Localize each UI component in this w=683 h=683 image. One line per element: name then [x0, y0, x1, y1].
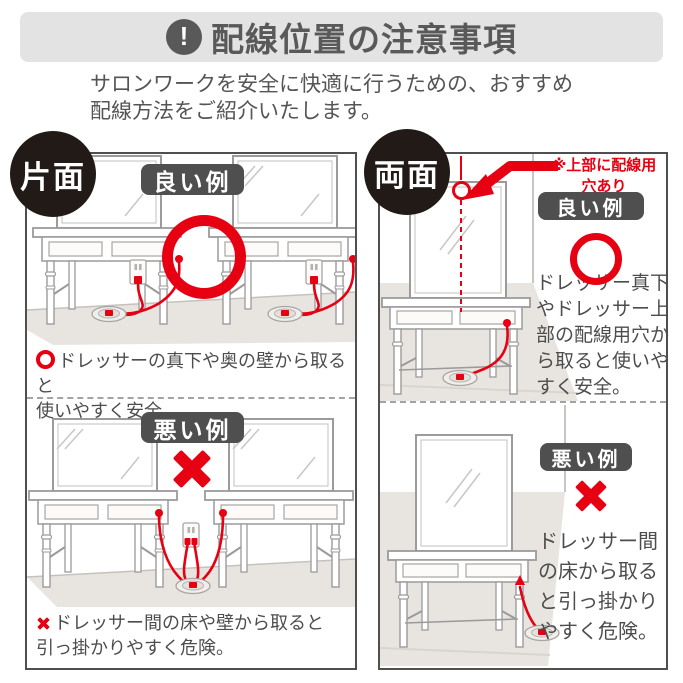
wiring-hole-marker: [452, 181, 471, 200]
floor: [27, 292, 355, 345]
wiring-hole-note: ※上部に配線用 穴あり: [551, 157, 657, 195]
good-example-caption: ドレッサー真下 やドレッサー上 部の配線用穴か ら取ると使いや すく安全。: [536, 273, 670, 398]
bad-example-badge: 悪い例: [540, 443, 632, 471]
cross-mark: [172, 449, 212, 489]
page-title: 配線位置の注意事項: [211, 21, 517, 58]
double-sided-bad-illustration: [380, 405, 566, 666]
cross-icon: [37, 617, 50, 630]
floor-outlet: [175, 577, 211, 595]
circle-mark: [162, 215, 246, 299]
exclamation-icon: !: [166, 19, 202, 55]
bad-example-caption: ドレッサー間 の床から取る と引っ掛かり やすく危険。: [538, 531, 658, 643]
bad-example-badge: 悪い例: [141, 412, 244, 443]
double-sided-good-illustration: [380, 154, 579, 401]
header-band: ! 配線位置の注意事項: [20, 12, 663, 62]
floor-outlet: [267, 305, 303, 323]
floor-outlet: [442, 369, 478, 387]
intro-text: サロンワークを安全に快適に行うための、おすすめ 配線方法をご紹介いたします。: [90, 73, 573, 123]
double-sided-tag: 両面: [364, 129, 450, 215]
floor-outlet: [91, 305, 127, 323]
double-circle-icon: [36, 350, 55, 369]
good-example-badge: 良い例: [538, 192, 644, 220]
circle-mark: [570, 233, 622, 285]
cross-mark: [575, 480, 607, 512]
bad-example-caption: ドレッサー間の床や壁から取ると 引っ掛かりやすく危険。: [36, 613, 324, 658]
section-divider: [380, 401, 666, 403]
good-example-badge: 良い例: [141, 164, 244, 195]
single-sided-bad-illustration: [27, 418, 355, 607]
section-divider: [27, 397, 355, 399]
single-sided-tag: 片面: [10, 131, 96, 217]
